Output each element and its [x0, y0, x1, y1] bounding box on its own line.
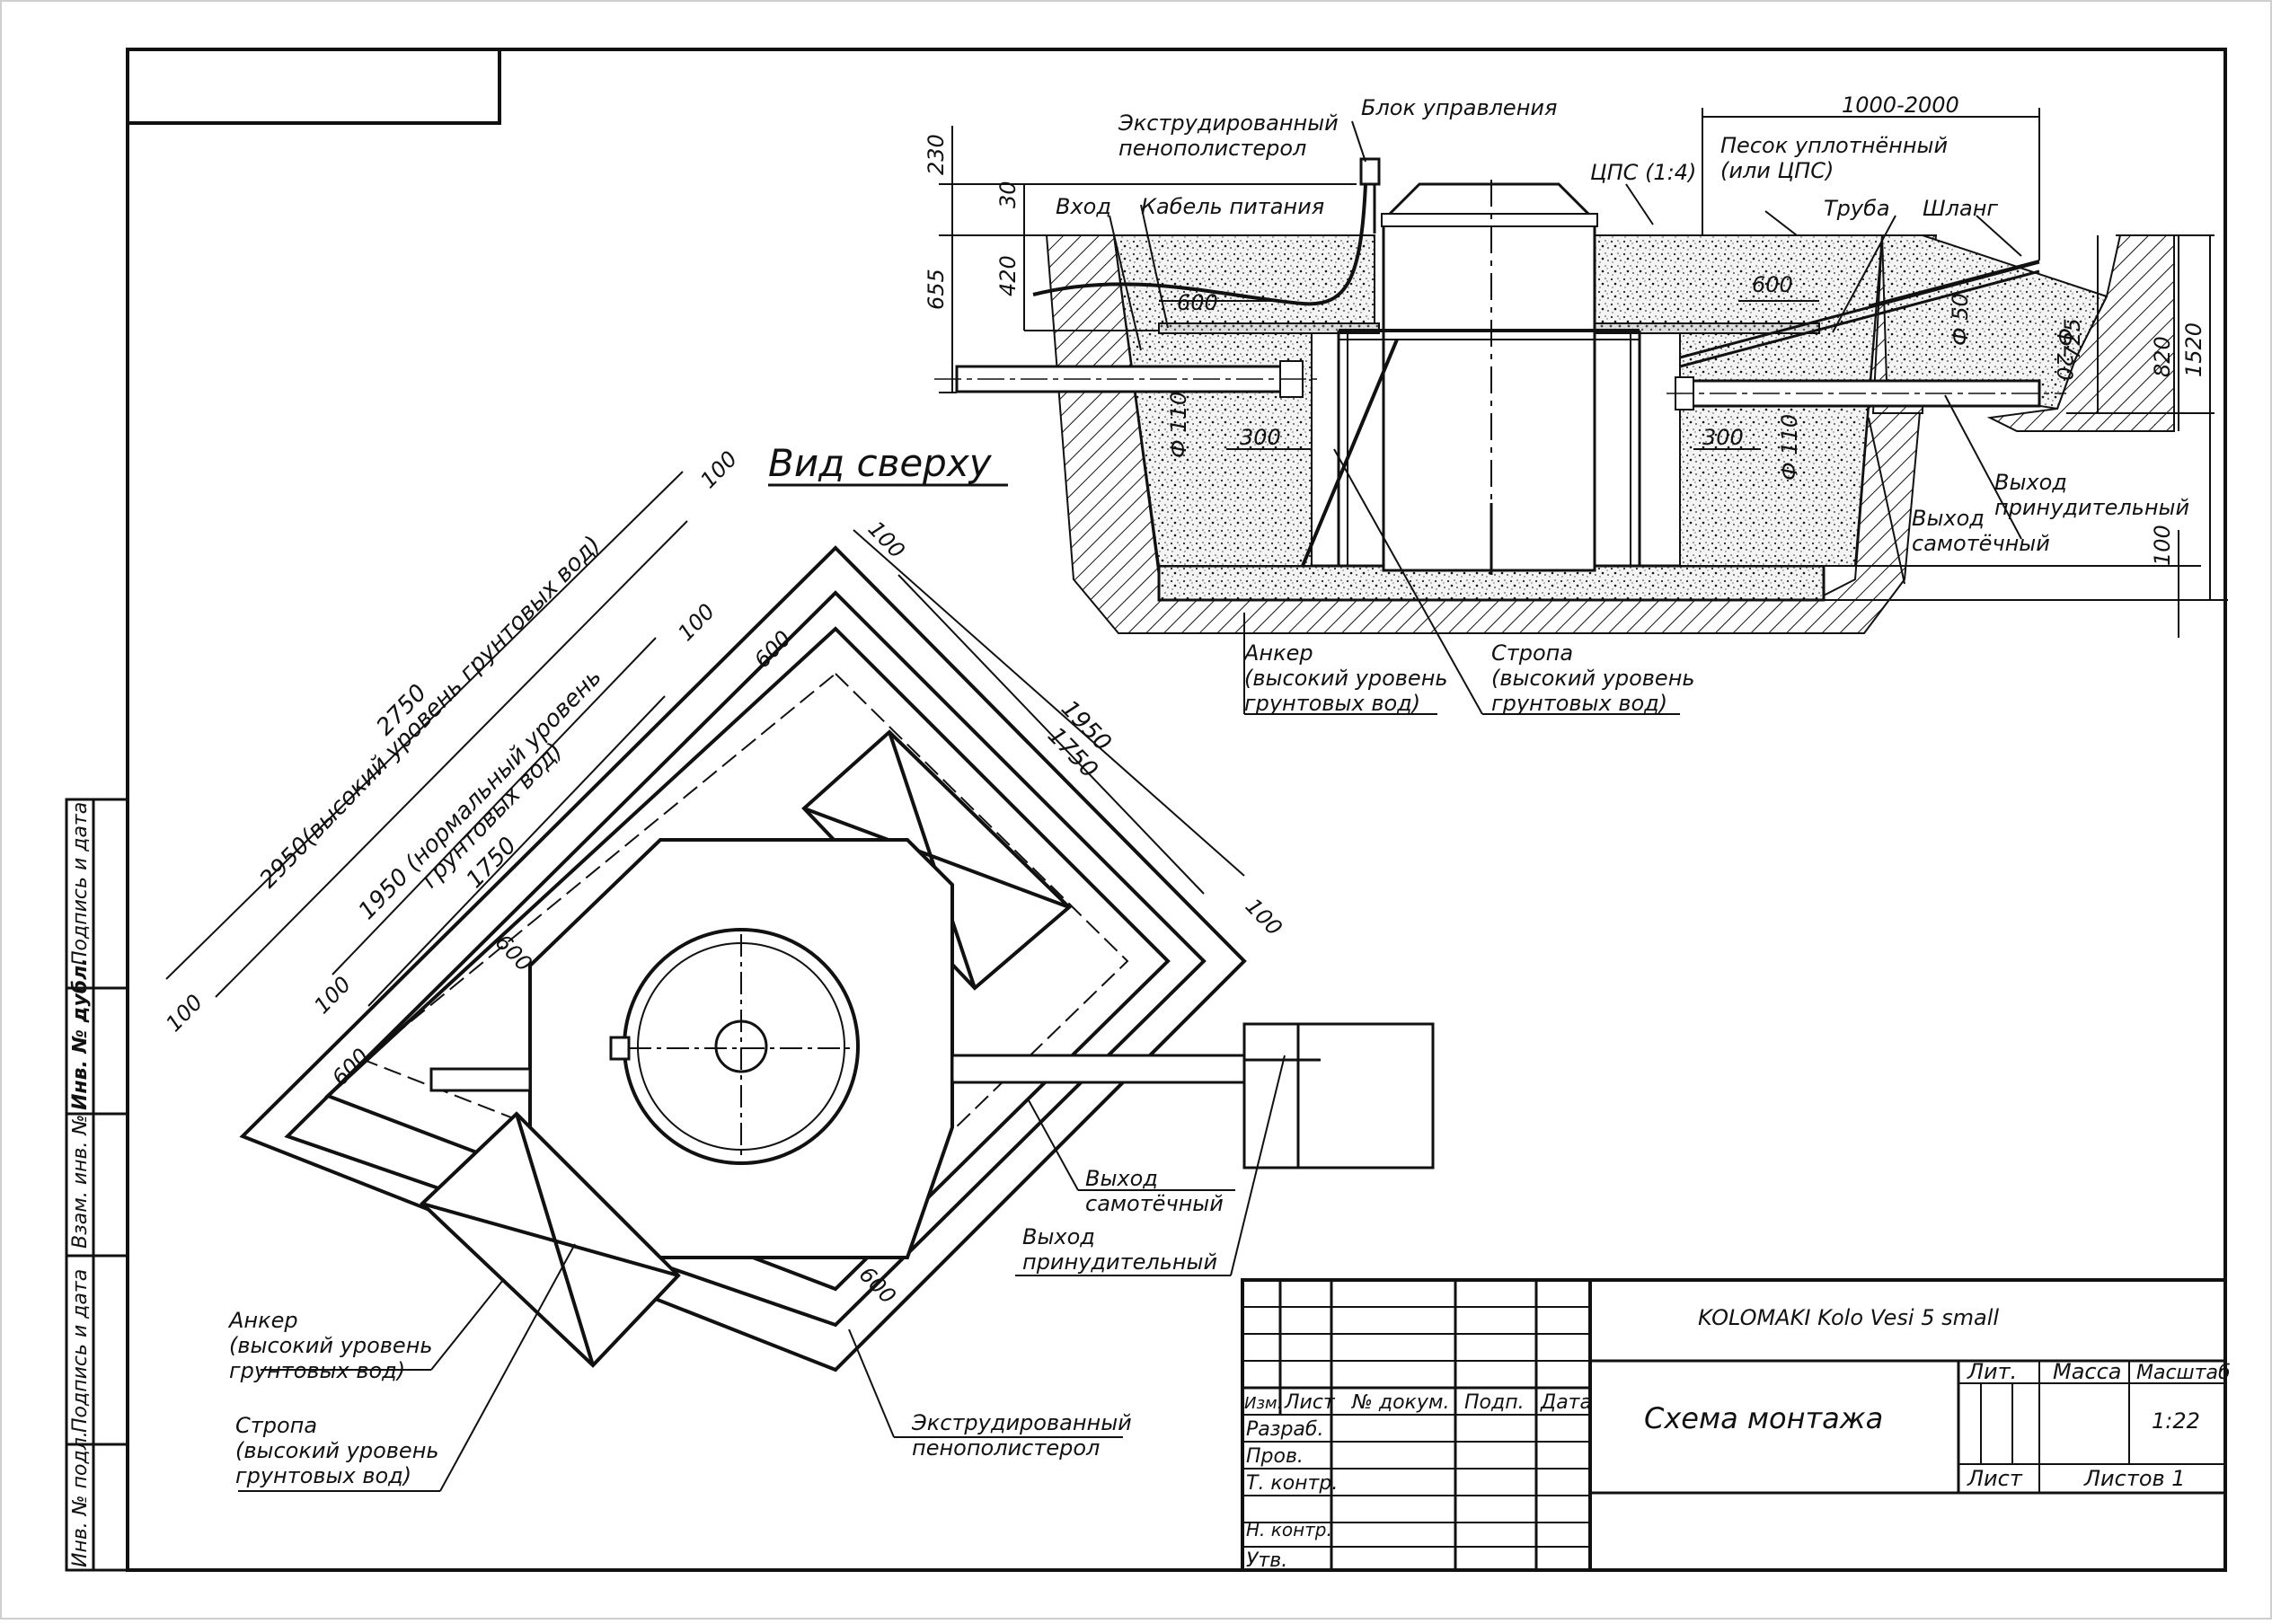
dim-100-b: 100 — [695, 446, 742, 493]
section-leaders — [1109, 120, 2022, 715]
top-view-dims — [165, 471, 1245, 1007]
dim-300-right: 300 — [1702, 425, 1744, 450]
top-view-leaders — [238, 1055, 1286, 1492]
title-block: KOLOMAKI Kolo Vesi 5 small Схема монтажа… — [1241, 1278, 2231, 1572]
dim-230: 230 — [924, 134, 949, 175]
control-unit — [1032, 157, 1381, 306]
section-dims-right — [1693, 108, 2228, 638]
tb-doc-no: № докум. — [1351, 1391, 1449, 1414]
dim-30: 30 — [995, 181, 1021, 208]
tb-lit-label: Лит. — [1967, 1359, 2017, 1384]
dim-100-a: 100 — [161, 990, 208, 1037]
dim-100-d: 100 — [673, 599, 720, 646]
tb-scale-value: 1:22 — [2152, 1408, 2200, 1434]
stamp-inv-podl: Инв. № подл. — [69, 1431, 92, 1567]
top-view-pipes — [429, 1022, 1435, 1169]
tank — [1301, 180, 1641, 575]
label-inlet: Вход — [1056, 194, 1111, 219]
foam-slab-ne — [801, 729, 1072, 991]
tb-mass-label: Масса — [2053, 1359, 2122, 1384]
dim-100-f: 100 — [1241, 894, 1287, 940]
inlet-pipe — [934, 360, 1321, 398]
tb-sheets-label: Листов 1 — [2083, 1466, 2186, 1491]
dim-600-right: 600 — [1752, 272, 1793, 297]
dim-phi110-left: Ф 110 — [1166, 392, 1191, 458]
stamp-inv-dubl: Инв. № дубл. — [69, 958, 92, 1110]
dim-420: 420 — [995, 255, 1021, 296]
dim-820: 820 — [2150, 336, 2175, 377]
pit-outline — [239, 545, 1247, 1372]
stamp-vzam-inv: Взам. инв. № — [69, 1115, 92, 1249]
dim-600-c: 600 — [327, 1044, 374, 1090]
tb-drawing-title: Схема монтажа — [1644, 1401, 1883, 1435]
dim-100-e: 100 — [863, 516, 910, 563]
stamp-podp-data-1: Подпись и дата — [69, 802, 92, 966]
dim-100-section: 100 — [2150, 525, 2175, 566]
side-stamp: Подпись и дата Инв. № дубл. Взам. инв. №… — [65, 798, 129, 1572]
section-dims-left — [939, 126, 1357, 450]
dim-600-left: 600 — [1177, 290, 1218, 315]
dim-1000-2000: 1000-2000 — [1842, 93, 1959, 118]
tb-t-kontr: Т. контр. — [1246, 1472, 1338, 1495]
tb-izm: Изм. — [1244, 1394, 1282, 1413]
label-hose: Шланг — [1923, 196, 1998, 221]
outlet-pipe — [1666, 376, 2066, 410]
tb-date: Дата — [1540, 1391, 1592, 1414]
tb-scale-label: Масштаб — [2136, 1362, 2231, 1384]
tb-prov: Пров. — [1246, 1445, 1304, 1468]
tank-octagon — [528, 838, 954, 1259]
tb-list: Лист — [1284, 1391, 1336, 1414]
dim-100-c: 100 — [309, 972, 356, 1019]
foam-plate-left — [1158, 322, 1380, 334]
stamp-podp-data-2: Подпись и дата — [69, 1269, 92, 1433]
dim-phi50: Ф 50 — [1948, 293, 1973, 346]
tb-utv: Утв. — [1246, 1549, 1287, 1572]
foam-slab-sw — [420, 1111, 681, 1368]
dim-725: 725 — [2060, 318, 2085, 359]
dim-655: 655 — [924, 269, 949, 310]
label-cps: ЦПС (1:4) — [1590, 160, 1696, 185]
tb-sign: Подп. — [1464, 1391, 1525, 1414]
dim-600-a: 600 — [749, 626, 796, 673]
dim-phi20: Ф 20 — [2052, 328, 2077, 381]
dim-1520: 1520 — [2181, 322, 2206, 377]
label-control-unit: Блок управления — [1361, 95, 1557, 120]
top-view-title: Вид сверху — [768, 441, 993, 485]
label-pipe: Труба — [1824, 196, 1890, 221]
tb-sheet-label: Лист — [1967, 1466, 2023, 1491]
tb-n-kontr: Н. контр. — [1246, 1519, 1332, 1540]
dim-300-left: 300 — [1240, 425, 1281, 450]
dim-phi110-right: Ф 110 — [1777, 414, 1802, 481]
label-sand: Песок уплотнённый(или ЦПС) — [1720, 133, 1948, 183]
hose — [1679, 260, 2040, 368]
tb-razrab: Разраб. — [1246, 1418, 1323, 1441]
label-power-cable: Кабель питания — [1141, 194, 1324, 219]
tb-product: KOLOMAKI Kolo Vesi 5 small — [1698, 1305, 1999, 1330]
